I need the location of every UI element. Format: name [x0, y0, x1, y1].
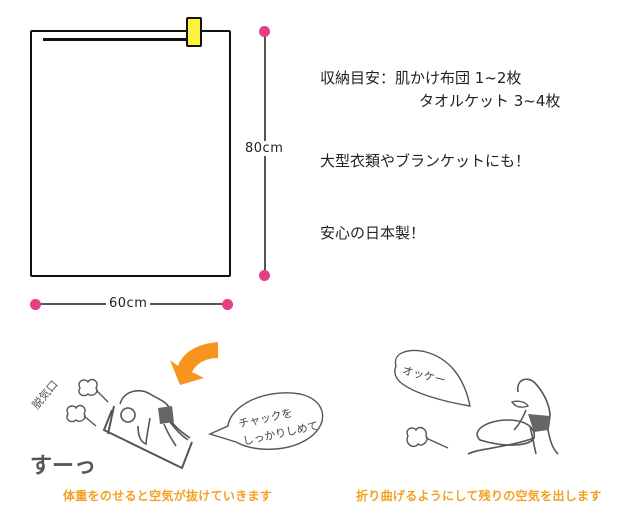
height-dimension-bottom-dot: [259, 270, 270, 281]
step-1-caption: 体重をのせると空気が抜けていきます: [63, 489, 273, 503]
large-items-note: 大型衣類やブランケットにも！: [320, 152, 531, 170]
zipper-line: [43, 38, 187, 41]
capacity-line-2: タオルケット 3~4枚: [419, 92, 561, 110]
step-2-caption: 折り曲げるようにして残りの空気を出します: [356, 489, 602, 503]
width-dimension-right-dot: [222, 299, 233, 310]
zipper-slider: [186, 17, 202, 47]
width-dimension-label: 60cm: [106, 296, 151, 311]
whoosh-sound-effect: すーっ: [30, 454, 97, 479]
compress-illustration: [66, 342, 324, 470]
width-dimension-left-dot: [30, 299, 41, 310]
height-dimension-top-dot: [259, 26, 270, 37]
vacuum-bag-outline: [30, 30, 231, 277]
capacity-line-1: 収納目安：肌かけ布団 1~2枚: [320, 69, 522, 87]
curved-arrow-icon: [170, 342, 218, 385]
height-dimension-label: 80cm: [242, 141, 287, 156]
made-in-japan-note: 安心の日本製！: [320, 224, 426, 242]
fold-illustration: [394, 349, 559, 455]
